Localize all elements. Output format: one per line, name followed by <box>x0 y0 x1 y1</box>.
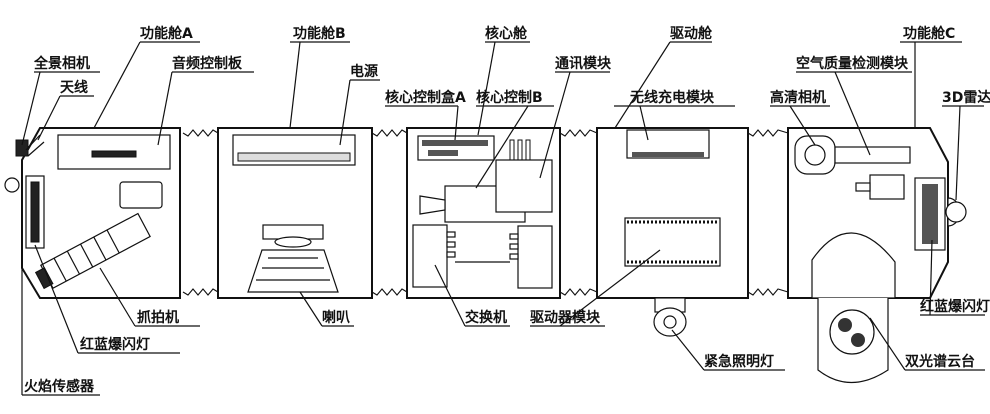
dual-spectrum-gimbal-icon <box>811 232 896 383</box>
label-module-c: 功能舱C <box>903 25 955 42</box>
driver-module <box>624 217 721 267</box>
emergency-light-icon <box>653 297 687 337</box>
label-power: 电源 <box>350 63 378 80</box>
bellows-cd <box>559 129 598 296</box>
motor-unit <box>869 174 905 200</box>
label-emergency-light: 紧急照明灯 <box>704 353 774 370</box>
label-gimbal: 双光谱云台 <box>905 353 975 370</box>
label-capture-camera: 抓拍机 <box>137 309 179 326</box>
label-core: 核心舱 <box>485 25 528 42</box>
label-flash-left: 红蓝爆闪灯 <box>80 336 150 353</box>
antenna-icon <box>25 134 45 157</box>
label-module-b: 功能舱B <box>293 25 346 42</box>
label-switch: 交换机 <box>465 309 507 326</box>
label-drive: 驱动舱 <box>670 25 713 42</box>
comm-module <box>495 159 553 213</box>
label-module-a: 功能舱A <box>140 25 193 42</box>
label-antenna: 天线 <box>60 79 88 96</box>
capture-camera-icon <box>34 212 151 290</box>
label-core-box-a: 核心控制盒A <box>385 89 466 106</box>
label-wireless-charge: 无线充电模块 <box>629 89 715 106</box>
label-panorama-camera: 全景相机 <box>33 55 90 72</box>
core-control-box-a <box>417 135 495 161</box>
small-module-a <box>119 181 163 209</box>
label-lidar: 3D雷达 <box>942 89 990 106</box>
label-air-quality: 空气质量检测模块 <box>796 55 909 72</box>
bellows-bc <box>371 129 408 296</box>
label-flash-right: 红蓝爆闪灯 <box>920 298 990 315</box>
bellows-ab <box>182 129 219 296</box>
label-core-control-b: 核心控制B <box>476 89 543 106</box>
panorama-camera-icon <box>15 139 29 157</box>
core-funnel-icon <box>419 195 446 215</box>
air-quality-module <box>834 146 911 164</box>
core-board-right <box>517 225 553 289</box>
label-driver-module: 驱动器模块 <box>530 309 601 326</box>
horn-speaker-icon <box>247 224 339 293</box>
label-hd-camera: 高清相机 <box>770 89 826 106</box>
label-comm-module: 通讯模块 <box>555 55 612 72</box>
leader-lines <box>21 41 985 396</box>
bellows-de <box>747 129 789 296</box>
core-pins <box>509 139 531 161</box>
label-fire-sensor: 火焰传感器 <box>24 378 95 395</box>
front-sensor-icon <box>4 177 20 193</box>
label-horn: 喇叭 <box>322 309 350 326</box>
label-audio-board: 音频控制板 <box>172 55 243 72</box>
